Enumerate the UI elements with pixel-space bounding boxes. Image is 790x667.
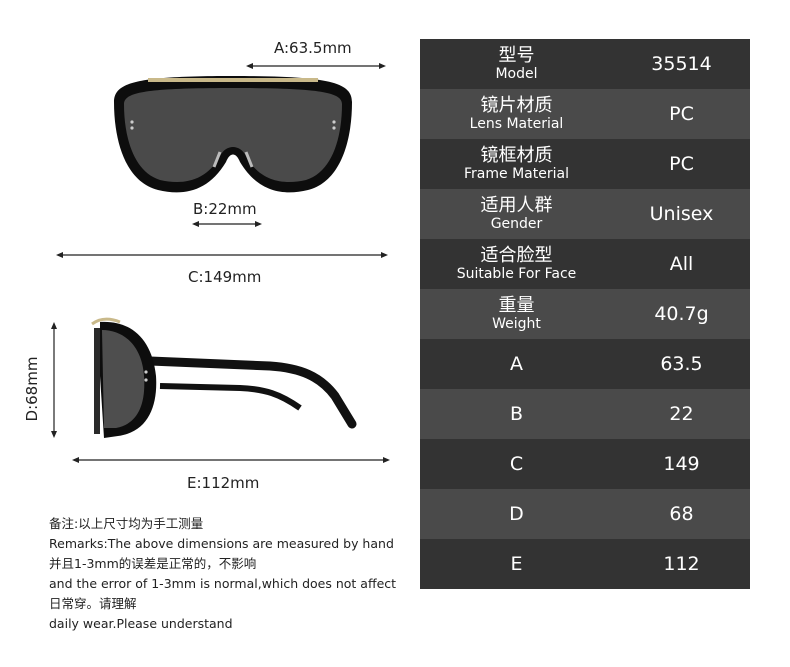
table-row: E 112 [420,539,750,589]
remarks-line: daily wear.Please understand [49,616,233,631]
dimension-a-arrow [246,63,386,69]
spec-value: 40.7g [654,303,709,325]
spec-value: PC [669,153,694,175]
label-en: Gender [490,216,543,232]
label-en: Lens Material [469,116,564,132]
spec-value: 35514 [651,53,712,75]
dimension-c-arrow [56,252,388,258]
remarks-line: 并且1-3mm的误差是正常的，不影响 [49,556,257,571]
label-zh: 镜框材质 [480,145,553,166]
label-en: Suitable For Face [456,266,577,282]
glasses-front-image [114,76,352,193]
spec-value: Unisex [649,203,714,225]
remarks-line: 备注:以上尺寸均为手工测量 [49,516,204,531]
spec-value: 22 [669,403,694,425]
dimension-key: D [509,503,524,525]
dimension-d-label: D:68mm [23,356,41,422]
spec-value: 149 [663,453,700,475]
table-row: D 68 [420,489,750,539]
dimension-b-label: B:22mm [193,200,257,218]
dimension-c-label: C:149mm [188,268,262,286]
dimension-key: E [510,553,523,575]
spec-value: 63.5 [660,353,703,375]
spec-value: 112 [663,553,700,575]
table-row: A 63.5 [420,339,750,389]
label-en: Frame Material [464,166,569,182]
remarks-line: 日常穿。请理解 [49,596,137,611]
label-en: Weight [492,316,541,332]
label-zh: 重量 [498,295,535,316]
dimension-key: A [510,353,523,375]
label-zh: 适合脸型 [480,245,553,266]
spec-value: 68 [669,503,694,525]
table-row: B 22 [420,389,750,439]
dimension-d-arrow [51,322,57,438]
table-row: C 149 [420,439,750,489]
remarks-line: Remarks:The above dimensions are measure… [49,536,394,551]
dimension-e-arrow [72,457,390,463]
spec-value: PC [669,103,694,125]
remarks-block: 备注:以上尺寸均为手工测量 Remarks:The above dimensio… [49,514,399,634]
dimension-key: B [509,403,524,425]
glasses-side-image [91,317,357,438]
dimension-e-label: E:112mm [187,474,260,492]
dimension-b-arrow [192,221,262,227]
dimension-a-label: A:63.5mm [274,39,352,57]
label-zh: 适用人群 [480,195,553,216]
label-zh: 型号 [498,45,535,66]
label-zh: 镜片材质 [480,95,553,116]
spec-value: All [669,253,694,275]
remarks-line: and the error of 1-3mm is normal,which d… [49,576,397,591]
label-en: Model [495,66,538,82]
dimension-key: C [509,453,524,475]
